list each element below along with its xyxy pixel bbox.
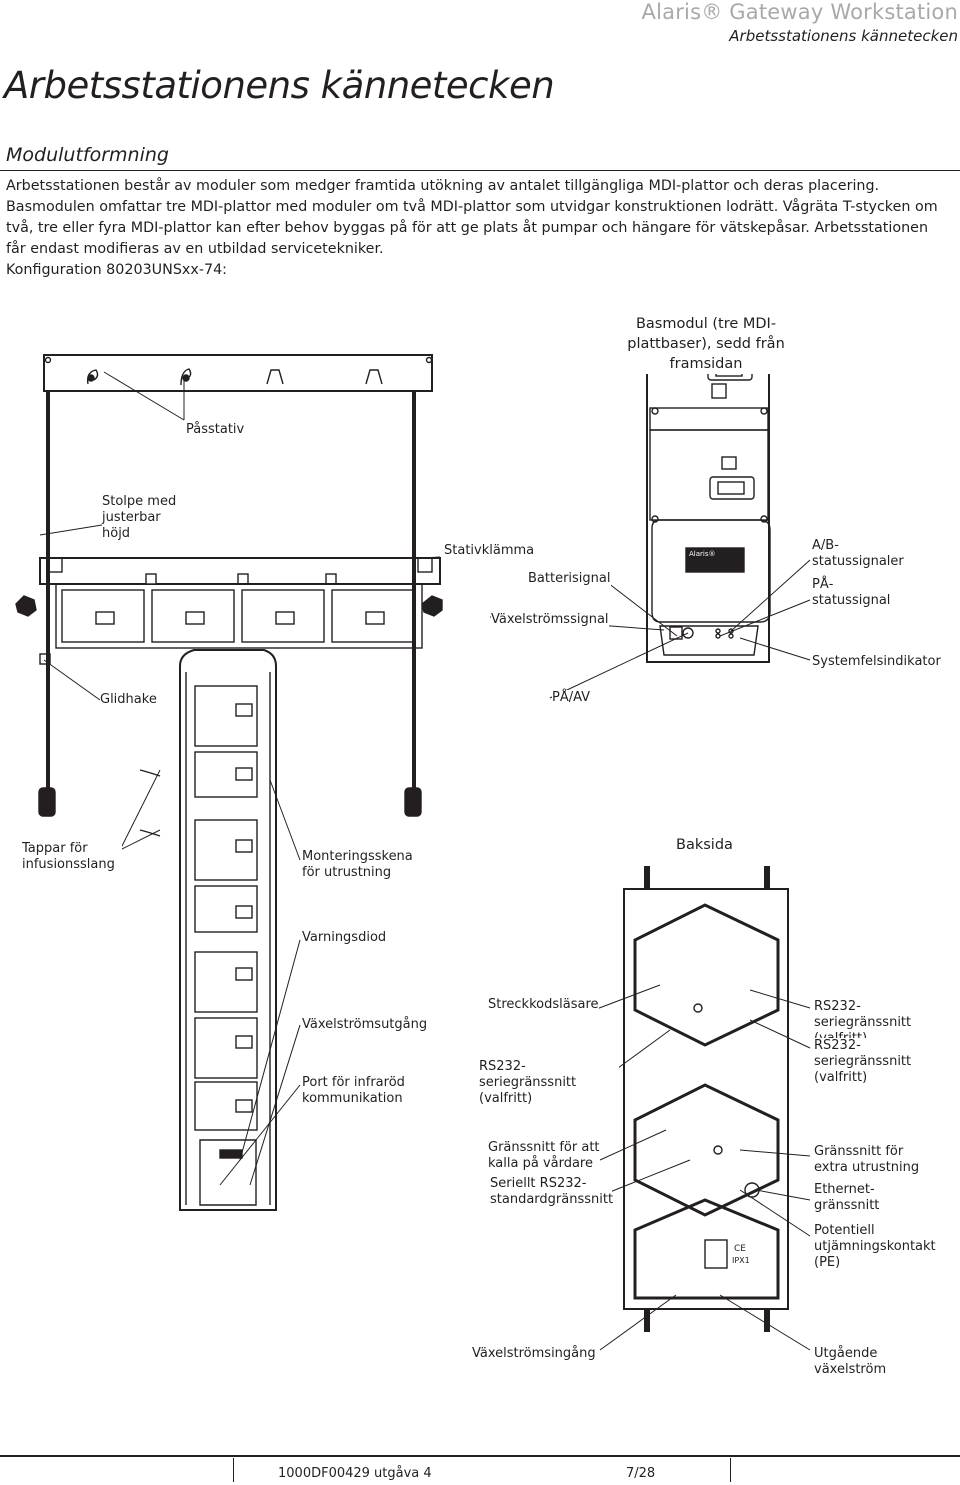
- label-tappar: Tappar för infusionsslang: [22, 841, 122, 873]
- page-title: Arbetsstationens kännetecken: [4, 64, 555, 107]
- t-piece-drawing: [15, 557, 443, 665]
- body-paragraph: Arbetsstationen består av moduler som me…: [6, 178, 938, 257]
- label-pa-av: PÅ/AV: [552, 690, 591, 706]
- label-ethernet: Ethernet-gränssnitt: [814, 1182, 884, 1214]
- label-pe: Potentiell utjämningskontakt (PE): [814, 1223, 938, 1271]
- label-passtativ: Påsstativ: [186, 422, 245, 438]
- ce-mark: CE: [734, 1244, 746, 1254]
- footer-rule: [0, 1455, 960, 1457]
- label-utgaende: Utgående växelström: [814, 1346, 894, 1378]
- label-varningsdiod: Varningsdiod: [302, 930, 387, 946]
- rail-column-drawing: [139, 649, 277, 1211]
- label-vaxelstromsingang: Växelströmsingång: [472, 1346, 596, 1362]
- header-subtitle: Arbetsstationens kännetecken: [729, 27, 958, 45]
- rear-module-drawing: [623, 866, 789, 1332]
- header-brand: Alaris® Gateway Workstation: [641, 0, 958, 24]
- label-granssnitt-extra: Gränssnitt för extra utrustning: [814, 1144, 938, 1176]
- label-basmodul: Basmodul (tre MDI-plattbaser), sedd från…: [596, 314, 816, 374]
- workstation-diagram: [15, 349, 811, 1351]
- label-rs232-right2: RS232-seriegränssnitt (valfritt): [814, 1038, 954, 1086]
- label-baksida: Baksida: [676, 835, 733, 855]
- label-port-ir: Port för infraröd kommunikation: [302, 1075, 422, 1107]
- config-text: Konfiguration 80203UNSxx-74:: [6, 262, 227, 278]
- ipx-rating: IPX1: [732, 1256, 750, 1265]
- label-batterisignal: Batterisignal: [528, 571, 611, 587]
- leader-lines: [39, 350, 811, 1351]
- label-vaxelstromssignal: Växelströmssignal: [491, 612, 609, 628]
- label-seriellt: Seriellt RS232-standardgränssnitt: [490, 1176, 614, 1208]
- label-pa-status: PÅ-statussignal: [812, 577, 892, 609]
- label-granssnitt-vardare: Gränssnitt för att kalla på vårdare: [488, 1140, 600, 1172]
- label-rs232-left: RS232-seriegränssnitt (valfritt): [479, 1059, 619, 1107]
- label-vaxelstromsutgang: Växelströmsutgång: [302, 1017, 428, 1033]
- footer-divider-left: [233, 1458, 234, 1482]
- footer-page: 7/28: [626, 1466, 656, 1481]
- label-streckkod: Streckkodsläsare: [488, 997, 599, 1013]
- footer-divider-right: [730, 1458, 731, 1482]
- label-systemfel: Systemfelsindikator: [812, 654, 941, 670]
- label-ab-status: A/B-statussignaler: [812, 538, 904, 570]
- label-stativklamma: Stativklämma: [444, 543, 535, 559]
- section-divider: [0, 170, 960, 171]
- label-monteringsskena: Monteringsskena för utrustning: [302, 849, 422, 881]
- section-title: Modulutformning: [6, 144, 169, 166]
- label-stolpe: Stolpe med justerbar höjd: [102, 494, 192, 542]
- device-brand: Alaris®: [689, 550, 716, 558]
- front-module-drawing: [646, 349, 771, 663]
- footer-doc-id: 1000DF00429 utgåva 4: [278, 1466, 432, 1481]
- label-glidhake: Glidhake: [100, 692, 157, 708]
